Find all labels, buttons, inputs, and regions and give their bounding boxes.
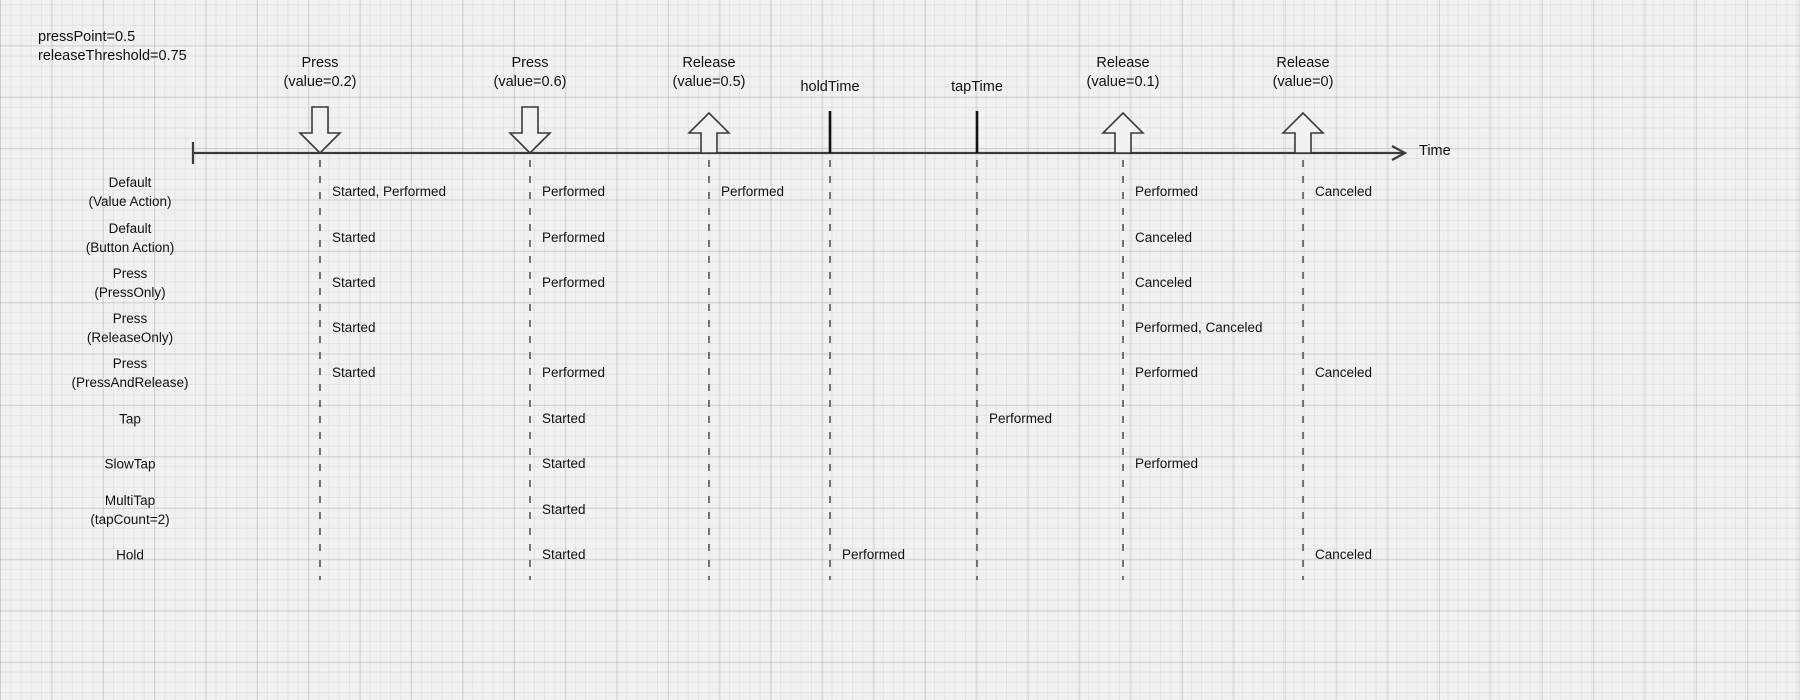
event-label-release-2: Release (value=0.1): [1086, 55, 1160, 90]
cell-default-button-action-press-2: Performed: [542, 230, 606, 245]
row-label-press-pressonly: Press (PressOnly): [94, 266, 166, 300]
cell-default-value-action-release-3: Canceled: [1315, 184, 1373, 199]
cell-tap-press-2: Started: [542, 411, 586, 426]
row-label-slowtap: SlowTap: [104, 456, 156, 472]
cell-press-pressandrelease-release-3: Canceled: [1315, 365, 1373, 380]
time-axis-label: Time: [1419, 143, 1451, 159]
event-label-tap-time: tapTime: [951, 79, 1003, 95]
parameters-note: pressPoint=0.5 releaseThreshold=0.75: [38, 29, 187, 64]
event-label-release-3: Release (value=0): [1272, 55, 1334, 90]
cell-press-pressandrelease-press-1: Started: [332, 365, 376, 380]
cell-press-pressonly-press-2: Performed: [542, 275, 606, 290]
event-label-release-1: Release (value=0.5): [672, 55, 746, 90]
event-down-arrow-press-1: [298, 106, 342, 155]
cell-press-pressonly-release-2: Canceled: [1135, 275, 1193, 290]
cell-press-releaseonly-release-2: Performed, Canceled: [1135, 320, 1263, 335]
row-label-tap: Tap: [119, 411, 141, 427]
cell-press-releaseonly-press-1: Started: [332, 320, 376, 335]
cell-hold-release-3: Canceled: [1315, 547, 1373, 562]
cell-slowtap-release-2: Performed: [1135, 456, 1199, 471]
cell-hold-hold-time: Performed: [842, 547, 906, 562]
cell-multitap-press-2: Started: [542, 502, 586, 517]
cell-press-pressandrelease-press-2: Performed: [542, 365, 606, 380]
event-label-press-2: Press (value=0.6): [493, 55, 567, 90]
cell-default-value-action-release-1: Performed: [721, 184, 785, 199]
cell-default-button-action-release-2: Canceled: [1135, 230, 1193, 245]
event-up-arrow-release-3: [1281, 111, 1325, 154]
cell-press-pressonly-press-1: Started: [332, 275, 376, 290]
row-label-press-releaseonly: Press (ReleaseOnly): [86, 311, 174, 345]
event-down-arrow-press-2: [508, 106, 552, 155]
event-label-press-1: Press (value=0.2): [283, 55, 357, 90]
event-up-arrow-release-1: [687, 111, 731, 154]
row-label-hold: Hold: [116, 547, 144, 563]
cell-press-pressandrelease-release-2: Performed: [1135, 365, 1199, 380]
row-label-press-pressandrelease: Press (PressAndRelease): [71, 356, 189, 390]
cell-hold-press-2: Started: [542, 547, 586, 562]
row-label-default-button-action: Default (Button Action): [85, 221, 175, 255]
cell-default-value-action-release-2: Performed: [1135, 184, 1199, 199]
row-label-default-value-action: Default (Value Action): [88, 175, 172, 209]
cell-tap-tap-time: Performed: [989, 411, 1053, 426]
cell-default-value-action-press-1: Started, Performed: [332, 184, 447, 199]
event-label-hold-time: holdTime: [800, 79, 860, 95]
cell-default-value-action-press-2: Performed: [542, 184, 606, 199]
row-label-multitap: MultiTap (tapCount=2): [90, 493, 170, 527]
time-axis-arrowhead: [1391, 145, 1408, 161]
event-up-arrow-release-2: [1101, 111, 1145, 154]
cell-default-button-action-press-1: Started: [332, 230, 376, 245]
cell-slowtap-press-2: Started: [542, 456, 586, 471]
